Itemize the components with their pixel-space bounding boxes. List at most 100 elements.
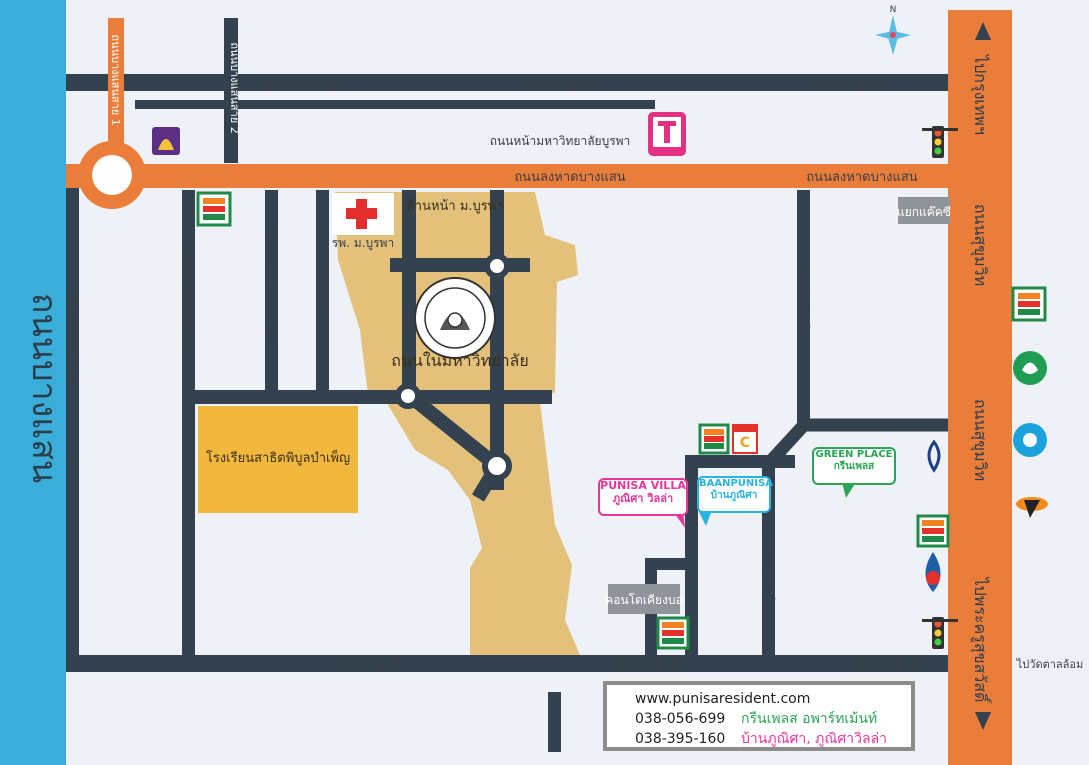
road-network (66, 18, 956, 752)
baanpunisa-bubble[interactable]: BAANPUNISA บ้านภูณิศา (697, 476, 773, 513)
mini-c-store-icon: C (732, 424, 758, 454)
compass-label: N (890, 5, 897, 15)
thanachart-bank-icon (1016, 497, 1048, 518)
school-label: โรงเรียนสาธิตพิบูลบำเพ็ญ (206, 448, 350, 466)
school-area (198, 406, 358, 513)
svg-text:C: C (740, 435, 750, 451)
uni-inner-road-label: ถนนในมหาวิทยาลัย (391, 351, 528, 370)
road-nong-mon-1 (265, 190, 278, 400)
phone-1[interactable]: 038-056-699 (635, 711, 726, 727)
road-label-sukhumvit: ถนนสุขุมวิท (970, 204, 990, 286)
road-net-dee (66, 655, 956, 672)
road-label-sukhumvit: ถนนสุขุมวิท (970, 399, 990, 481)
road-long-hat-bangsaen (66, 164, 956, 188)
road-label-main: ถนนลงหาดบางแสน (514, 170, 625, 185)
hospital-icon (332, 193, 394, 235)
road-label-nong-mon: ซอยตลาดหนองมนสาย 1 (267, 228, 280, 347)
seven-eleven-icon (698, 423, 730, 455)
seven-eleven-icon (1011, 286, 1047, 322)
ptt-gas-icon (925, 552, 941, 592)
seven-eleven-icon (196, 191, 232, 227)
university-seal-icon (414, 277, 496, 359)
phone-2-desc: บ้านภูณิศา, ภูณิศาวิลล่า (741, 731, 888, 747)
tesco-lotus-icon (648, 112, 686, 156)
punisa-villa-subtitle: ภูณิศา วิลล่า (612, 491, 674, 505)
punisa-villa-title: PUNISA VILLA (600, 479, 686, 492)
road-phanit-1 (797, 190, 810, 430)
road-bangsaen-2 (224, 18, 238, 163)
seven-eleven-icon (656, 616, 690, 650)
green-place-subtitle: กรีนเพลส (833, 460, 875, 472)
green-place-bubble[interactable]: GREEN PLACE กรีนเพลส (812, 447, 896, 485)
road-label: ถนนเนตรดี (621, 657, 679, 671)
left-road-label: ถนนบางแสน (24, 293, 64, 483)
road-bitwin (316, 190, 329, 400)
punisa-villa-bubble[interactable]: PUNISA VILLA ภูณิศา วิลล่า (598, 478, 688, 516)
bubble-pointer (698, 510, 712, 526)
arrow-up-icon (975, 22, 991, 40)
roundabout-1 (484, 253, 510, 279)
road-label-left: ถนนทางหลวงสาย (67, 297, 80, 382)
road-label-phanit-2: ถนนพาณิชย์ (763, 540, 776, 599)
traffic-light-icon (922, 617, 958, 649)
road-label-right: ไปวัดตาลล้อม (1016, 658, 1084, 671)
road-label-front-uni: ถนนหน้ามหาวิทยาลัยบูรพา (490, 134, 631, 149)
road-left-vertical (66, 170, 79, 670)
compass-icon (875, 15, 911, 55)
road-cross-horizontal (182, 390, 552, 404)
road-uni-vertical-2 (490, 190, 504, 490)
condo-label: คอนโดเคียงบอ (605, 593, 683, 607)
road-bottom-spur (548, 692, 561, 752)
traffic-light-icon (922, 126, 958, 158)
road-label-phanit-1: ถนนพาณิชย์ (798, 268, 811, 327)
uni-front-label: ด้านหน้า ม.บูรพา (406, 199, 503, 214)
hospital-label: รพ. ม.บูรพา (332, 236, 394, 251)
road-label: ถนนข้าวหลาม (812, 76, 887, 90)
road-label-bangsaen-1: ถนนบางแสนสาย 1 (109, 34, 122, 125)
road-label: ถนนเนตรดี (861, 657, 919, 671)
road-front-uni (135, 100, 655, 109)
website[interactable]: www.punisaresident.com (635, 691, 811, 707)
scb-bank-icon (152, 127, 180, 155)
intersection-box (898, 197, 950, 224)
road-label-main: ถนนลงหาดบางแสน (806, 170, 917, 185)
kasikorn-bank-icon (1013, 351, 1047, 385)
roundabout-3 (482, 451, 512, 481)
intersection-label: แยกแค๊คซี (897, 205, 951, 219)
baanpunisa-subtitle: บ้านภูณิศา (710, 489, 758, 501)
road-label-bangsaen-4: ถนนบางแสนสาย 4 (183, 254, 196, 345)
left-road-band (0, 0, 66, 765)
bubble-pointer (842, 482, 856, 498)
condo-box (608, 584, 680, 614)
campus-area (335, 192, 580, 655)
road-label-bitwin: ถนนบิทวิน (317, 265, 330, 315)
green-place-title: GREEN PLACE (815, 449, 893, 460)
road-label: ถนนเนตรดี (341, 657, 399, 671)
road-label-to-bangkok: ไปกรุงเทพฯ (970, 53, 990, 135)
bangkok-bank-icon (927, 439, 941, 473)
roundabout-center (92, 155, 132, 195)
road-uni-vertical-1 (402, 190, 416, 400)
seven-eleven-icon (916, 514, 950, 548)
road-label-to-south: ไปพระครูสุขสวัสดิ์ (970, 576, 992, 705)
krungthai-bank-icon (1013, 423, 1047, 457)
road-sukhumvit (948, 10, 1012, 765)
road-diagonal-3 (765, 420, 809, 467)
arrow-down-icon (975, 712, 991, 730)
phone-2[interactable]: 038-395-160 (635, 731, 726, 747)
road-label-bangsaen-2: ถนนบางแสนสาย 2 (228, 42, 241, 133)
roundabout-2 (395, 383, 421, 409)
road-bangsaen-1 (108, 18, 124, 168)
road-condo-h (645, 558, 695, 570)
road-bangsaen-4 (182, 190, 195, 660)
road-diagonal-1 (405, 390, 502, 472)
road-khao-lam (66, 74, 956, 91)
road-label: ถนนข้าวหลาม (262, 76, 337, 90)
baanpunisa-title: BAANPUNISA (699, 478, 773, 489)
road-label: ถนนข้าวหลาม (522, 76, 597, 90)
phone-1-desc: กรีนเพลส อพาร์ทเม้นท์ (741, 711, 878, 727)
road-punisa-v (685, 455, 698, 660)
contact-box: www.punisaresident.com 038-056-699 กรีนเพ… (603, 681, 915, 751)
